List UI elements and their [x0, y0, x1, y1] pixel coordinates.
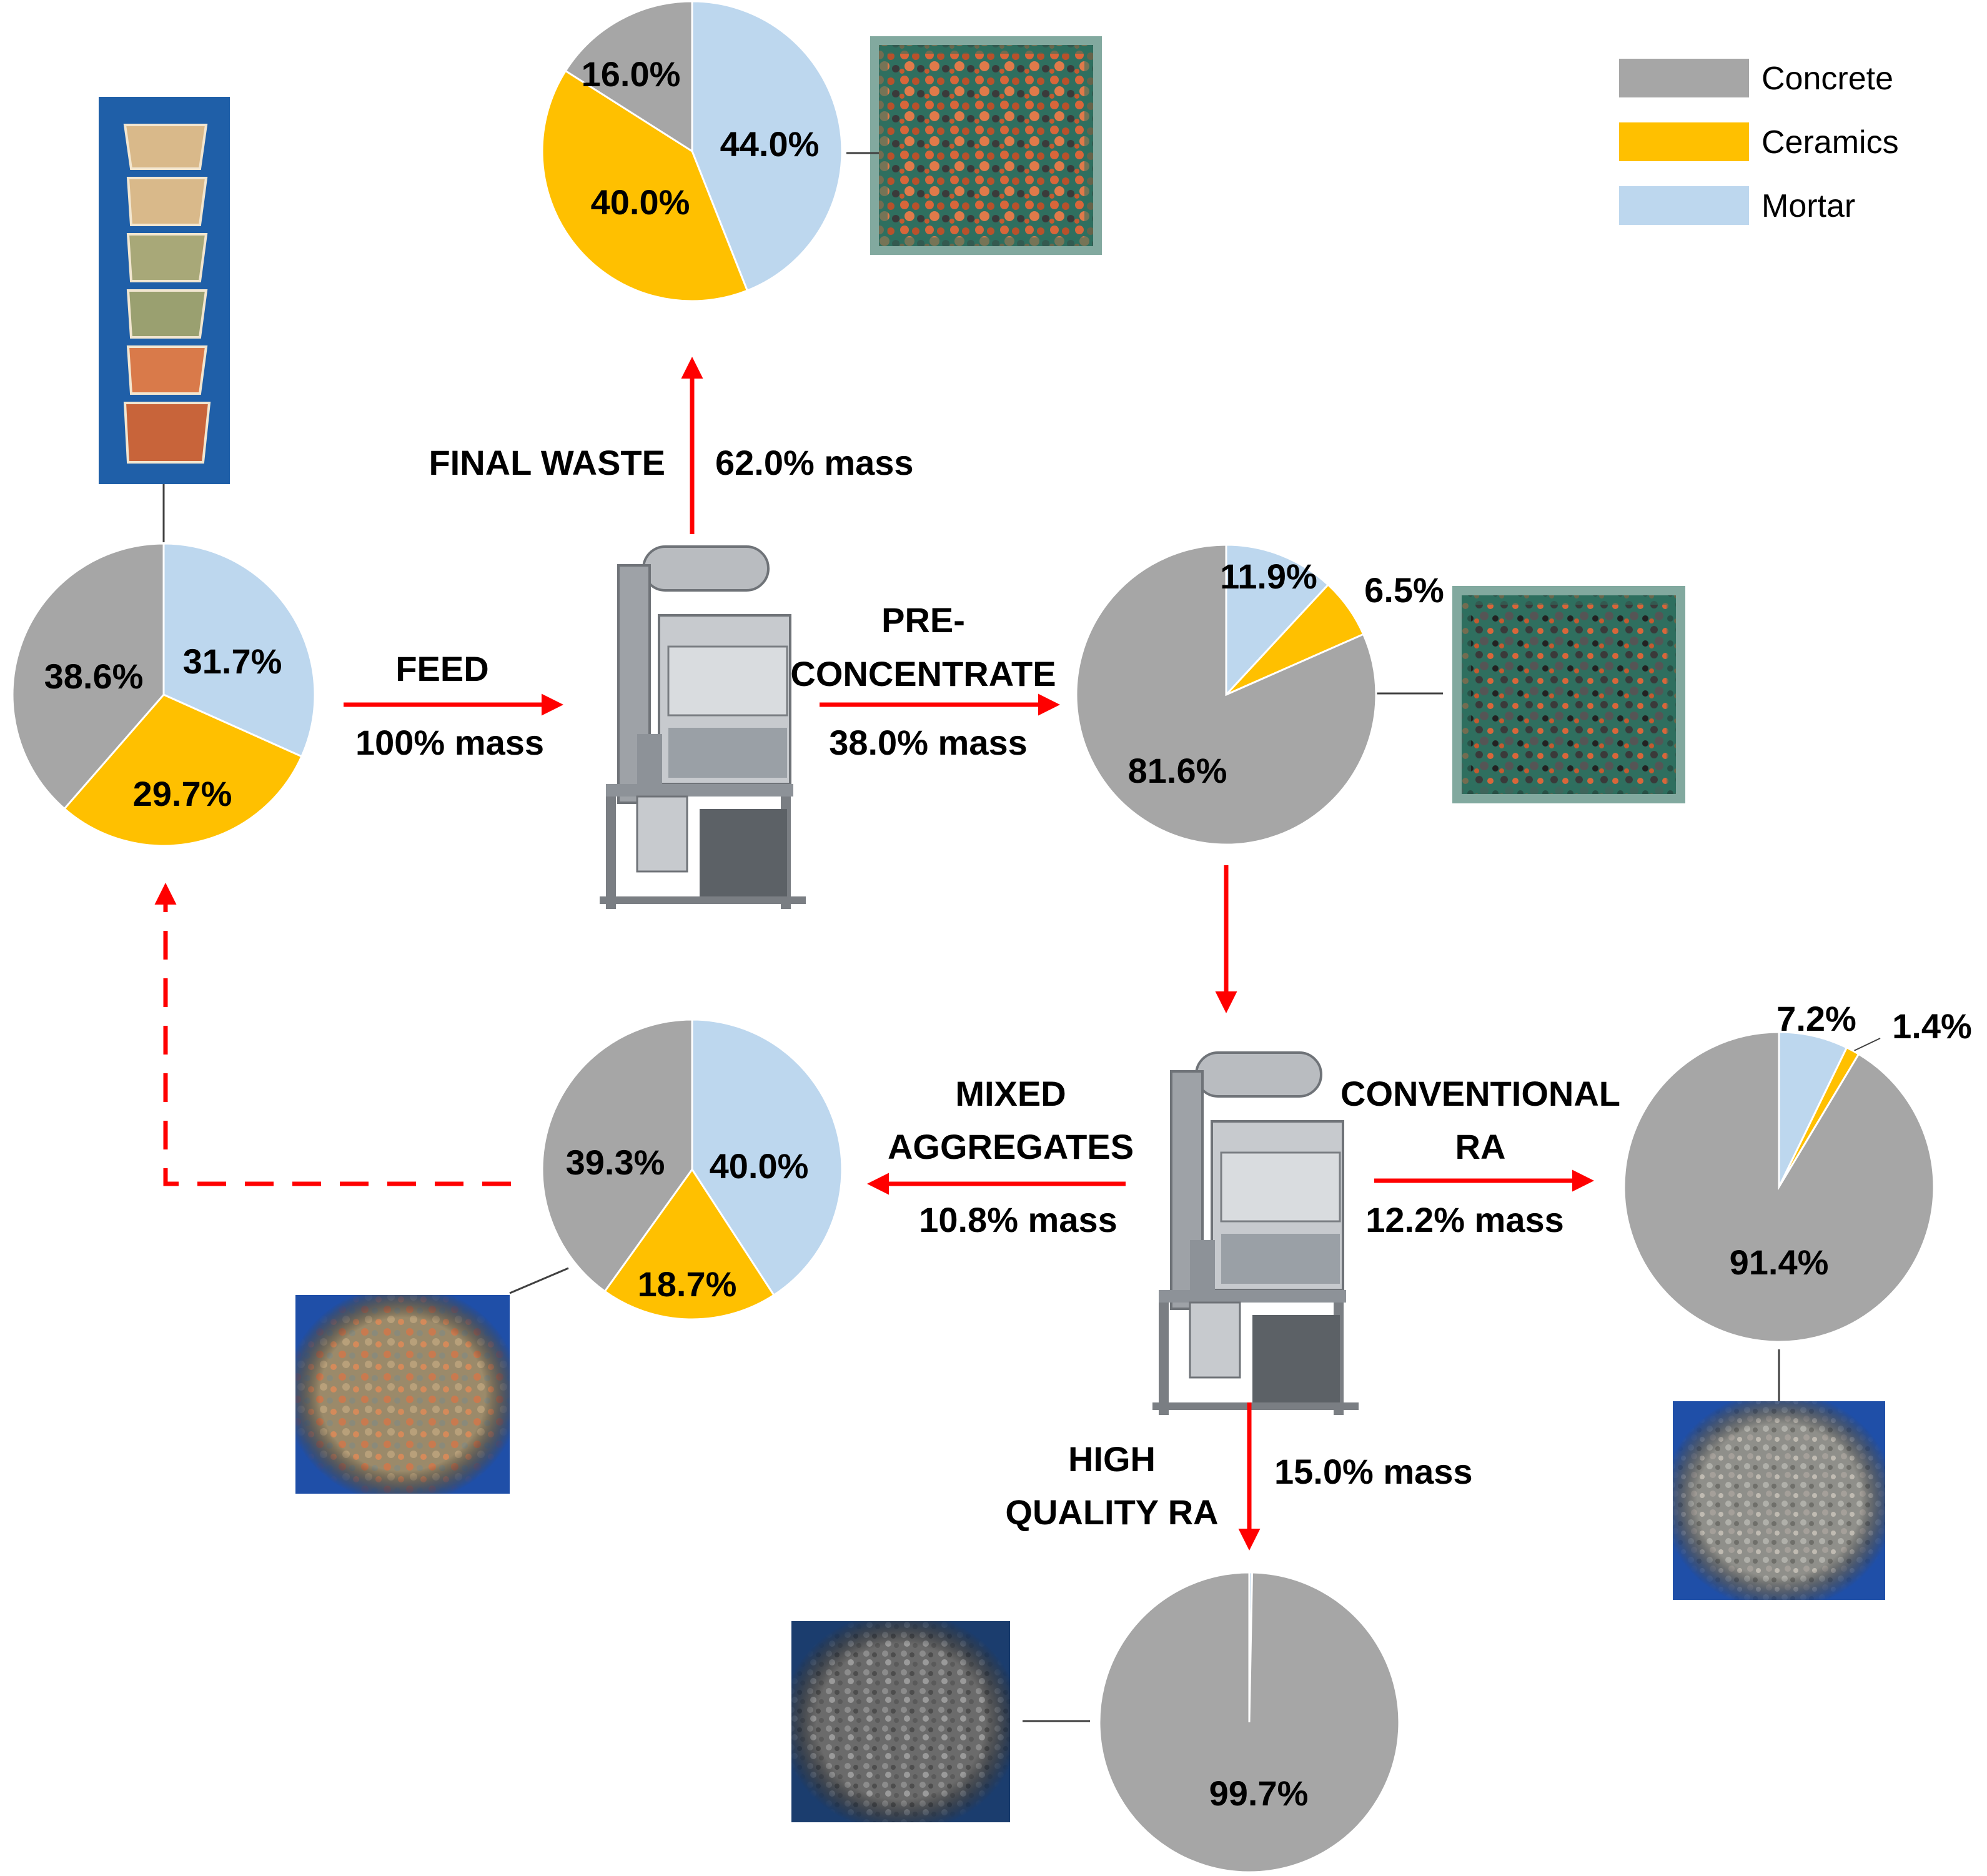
high-quality-ra-photo [791, 1621, 1010, 1822]
pie-label-mortar: 7.2% [1776, 999, 1856, 1038]
legend: Concrete Ceramics Mortar [1619, 59, 1899, 225]
separator-machine-1 [600, 545, 806, 909]
flow-labels: FEED 100% mass FINAL WASTE 62.0% mass PR… [355, 443, 1620, 1532]
pie-final-waste: 44.0% 40.0% 16.0% [541, 0, 843, 302]
pie-slice-concrete [1623, 1031, 1935, 1343]
pie-label-mortar: 40.0% [710, 1146, 809, 1186]
high-quality-ra-title-line2: QUALITY RA [1005, 1492, 1218, 1532]
feed-title: FEED [395, 649, 488, 688]
pie-pre-concentrate: 11.9% 6.5% 81.6% [1075, 543, 1444, 846]
feed-samples-photo [99, 97, 230, 484]
pie-label-concrete: 38.6% [44, 657, 144, 696]
pie-slice-mortar [691, 0, 843, 292]
mixed-aggregates-title-line2: AGGREGATES [888, 1127, 1134, 1166]
legend-label-ceramics: Ceramics [1762, 124, 1899, 161]
legend-swatch-mortar [1619, 186, 1749, 225]
conventional-ra-title-line1: CONVENTIONAL [1340, 1074, 1620, 1113]
legend-label-mortar: Mortar [1762, 188, 1855, 224]
pie-slice-concrete [1098, 1571, 1400, 1874]
conventional-ra-photo [1673, 1401, 1885, 1600]
pie-slice-concrete [11, 542, 165, 810]
pie-label-ceramics: 29.7% [133, 774, 232, 813]
pie-label-concrete: 99.7% [1209, 1774, 1309, 1813]
pie-label-concrete: 39.3% [566, 1143, 665, 1182]
flow-arrows [154, 357, 1594, 1551]
pie-label-ceramics: 40.0% [591, 182, 690, 222]
mixed-aggregates-title-line1: MIXED [955, 1074, 1066, 1113]
conventional-ra-mass: 12.2% mass [1365, 1200, 1564, 1239]
pie-slice-ceramics [541, 69, 749, 302]
legend-label-concrete: Concrete [1762, 61, 1893, 97]
pie-slice-mortar [1225, 543, 1330, 697]
feed-mass: 100% mass [355, 723, 544, 762]
pie-mixed-aggregates: 40.0% 18.7% 39.3% [541, 1018, 843, 1321]
pie-label-concrete: 81.6% [1128, 751, 1227, 790]
pie-label-ceramics: 18.7% [638, 1264, 737, 1304]
pie-label-concrete: 91.4% [1730, 1243, 1829, 1282]
pre-concentrate-photo [1452, 586, 1685, 803]
arrow-recycle-dashed [154, 883, 511, 1186]
leader-lines [162, 152, 1881, 1722]
pie-conventional-ra: 7.2% 1.4% 91.4% [1623, 999, 1972, 1343]
mixed-aggregates-photo [295, 1295, 510, 1494]
legend-swatch-concrete [1619, 59, 1749, 97]
pie-label-concrete: 16.0% [582, 54, 681, 94]
high-quality-ra-mass: 15.0% mass [1274, 1452, 1473, 1491]
pie-slice-mortar [162, 542, 316, 758]
pie-feed: 31.7% 29.7% 38.6% [11, 542, 316, 847]
pie-label-ceramics: 1.4% [1892, 1006, 1972, 1046]
leader-mixed [509, 1267, 569, 1294]
pie-label-ceramics: 6.5% [1364, 570, 1444, 610]
pre-concentrate-title-line2: CONCENTRATE [790, 654, 1056, 693]
high-quality-ra-title-line1: HIGH [1068, 1439, 1156, 1479]
pie-slice-ceramics [603, 1168, 776, 1321]
final-waste-photo [870, 36, 1102, 255]
pre-concentrate-mass: 38.0% mass [829, 723, 1028, 762]
pie-slice-mortar [1778, 1031, 1848, 1188]
pie-label-mortar: 44.0% [720, 124, 820, 164]
pie-charts: 31.7% 29.7% 38.6% 44.0% 40.0% 16.0% 11.9% 6.5% 8… [11, 0, 1972, 1874]
separator-machine-2 [1152, 1051, 1359, 1415]
leader-slice-1-4 [1853, 1038, 1881, 1051]
pie-label-mortar: 11.9% [1220, 557, 1317, 596]
conventional-ra-title-line2: RA [1455, 1127, 1506, 1166]
pie-slice-concrete [564, 0, 693, 153]
final-waste-mass: 62.0% mass [715, 443, 914, 482]
pie-slice-concrete [541, 1018, 693, 1293]
legend-swatch-ceramics [1619, 122, 1749, 161]
final-waste-title: FINAL WASTE [429, 443, 665, 482]
pie-slice-ceramics [62, 693, 303, 847]
pie-label-mortar: 31.7% [183, 642, 282, 681]
pre-concentrate-title-line1: PRE- [881, 600, 965, 640]
mixed-aggregates-mass: 10.8% mass [919, 1200, 1117, 1239]
pie-high-quality-ra: 99.7% [1098, 1571, 1400, 1874]
pie-slice-concrete [1075, 543, 1377, 846]
